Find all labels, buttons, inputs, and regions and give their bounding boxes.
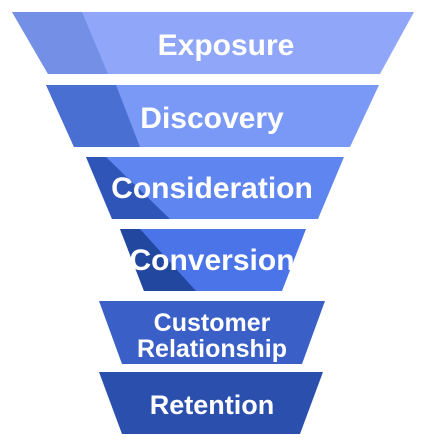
- funnel-label-discovery: Discovery: [140, 102, 284, 135]
- funnel-band-exposure: [12, 12, 414, 74]
- funnel-stages: ExposureDiscoveryConsiderationConversion…: [12, 12, 414, 434]
- funnel-stage-consideration: Consideration: [86, 157, 344, 219]
- funnel-label-customer-relationship-line-1: Customer: [154, 309, 271, 337]
- funnel-tab-exposure: [12, 12, 108, 74]
- funnel-label-exposure: Exposure: [158, 29, 295, 62]
- funnel-tab-conversion: [120, 229, 196, 291]
- funnel-label-customer-relationship-line-2: Relationship: [137, 335, 287, 363]
- funnel-band-customer-relationship: [99, 301, 325, 364]
- funnel-tab-discovery: [46, 85, 140, 147]
- funnel-label-conversion: Conversion: [129, 244, 294, 277]
- funnel-stage-conversion: Conversion: [120, 229, 306, 291]
- funnel-label-consideration: Consideration: [111, 172, 313, 205]
- funnel-stage-retention: Retention: [99, 372, 323, 434]
- funnel-stage-discovery: Discovery: [46, 85, 379, 147]
- funnel-band-retention: [99, 372, 323, 434]
- funnel-stage-exposure: Exposure: [12, 12, 414, 74]
- funnel-tab-consideration: [86, 157, 170, 219]
- funnel-label-retention: Retention: [150, 390, 275, 420]
